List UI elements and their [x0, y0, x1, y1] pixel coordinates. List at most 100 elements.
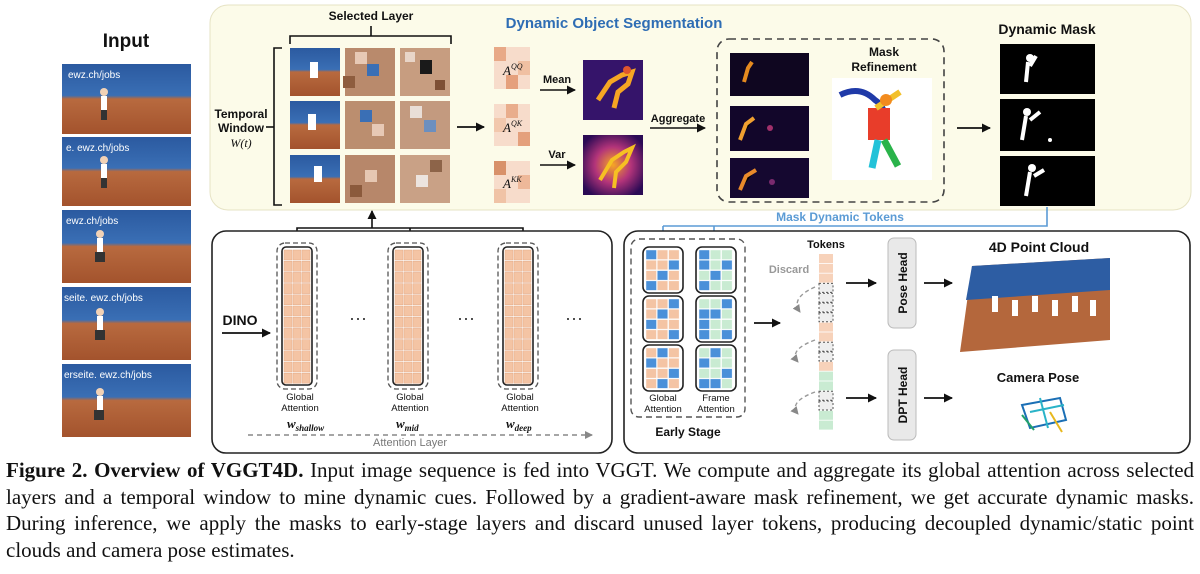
- attention-token: [394, 260, 404, 272]
- dino-label: DINO: [223, 312, 258, 328]
- attention-token: [522, 294, 532, 306]
- token: [645, 368, 657, 379]
- ellipsis: ···: [457, 308, 475, 328]
- attention-token: [513, 328, 523, 339]
- attention-token: [513, 283, 523, 294]
- attention-token: [522, 328, 532, 339]
- global-attention-label: Global: [286, 392, 313, 403]
- attention-token: [394, 294, 404, 306]
- global-attention-block: [642, 344, 684, 392]
- input-frame: erseite. ewz.ch/jobs: [62, 364, 191, 437]
- token: [645, 309, 657, 319]
- attention-token: [403, 249, 413, 261]
- attention-token: [283, 260, 293, 272]
- temporal-window-symbol: W(t): [230, 136, 251, 150]
- global-attention-label: Attention: [644, 404, 682, 415]
- attention-token: [403, 316, 413, 328]
- token-cell: [818, 312, 834, 323]
- global-attention-label: Attention: [501, 403, 539, 414]
- token: [657, 309, 668, 319]
- attention-token: [283, 328, 293, 339]
- input-frame: ewz.ch/jobs: [62, 210, 191, 283]
- token-cell: [818, 351, 834, 362]
- attention-token: [412, 372, 422, 384]
- temporal-window-label-2: Window: [218, 121, 265, 135]
- token: [710, 249, 721, 260]
- token: [657, 249, 668, 260]
- aggregate-label: Aggregate: [651, 113, 705, 125]
- input-frames: ewz.ch/jobs e. ewz.ch/jobs ewz.ch/jobs s…: [62, 64, 191, 437]
- token: [645, 347, 657, 358]
- token: [645, 249, 657, 260]
- token: [668, 260, 680, 270]
- svg-text:ewz.ch/jobs: ewz.ch/jobs: [68, 70, 120, 81]
- attention-token: [504, 372, 514, 384]
- attention-token: [292, 328, 302, 339]
- attention-token: [283, 294, 293, 306]
- dynamic-mask-stack: [1000, 44, 1095, 206]
- attention-token: [513, 350, 523, 362]
- token-cell: [819, 273, 833, 283]
- token: [721, 270, 733, 281]
- svg-text:AQQ: AQQ: [502, 62, 523, 78]
- attention-token: [292, 339, 302, 350]
- token: [657, 347, 668, 358]
- attention-token: [292, 260, 302, 272]
- token: [721, 319, 733, 330]
- attention-token: [403, 283, 413, 294]
- global-attention-block: [497, 242, 539, 390]
- token: [657, 270, 668, 281]
- token-cell: [818, 292, 834, 303]
- svg-text:AKK: AKK: [502, 175, 522, 191]
- token: [698, 270, 710, 281]
- attention-token: [394, 350, 404, 362]
- attention-token: [522, 272, 532, 283]
- w-shallow-label: wshallow: [287, 416, 325, 433]
- attention-token: [283, 305, 293, 317]
- attention-token: [412, 350, 422, 362]
- token-cell: [819, 410, 833, 420]
- attention-token: [504, 339, 514, 350]
- attention-token: [394, 339, 404, 350]
- token: [721, 368, 733, 379]
- token: [721, 347, 733, 358]
- token: [721, 358, 733, 368]
- token: [645, 378, 657, 389]
- token-cell: [819, 322, 833, 332]
- mask-refinement-label: Mask: [869, 45, 899, 59]
- token-cell: [818, 341, 834, 352]
- attention-token: [283, 339, 293, 350]
- attention-token: [513, 372, 523, 384]
- attention-token: [504, 316, 514, 328]
- attention-token: [403, 372, 413, 384]
- token: [710, 319, 721, 330]
- frame-attention-label: Frame: [702, 393, 729, 404]
- caption-label: Figure 2.: [6, 458, 88, 482]
- token: [645, 260, 657, 270]
- mean-label: Mean: [543, 74, 571, 86]
- mask-refinement-box: [716, 38, 945, 203]
- attention-token: [283, 283, 293, 294]
- attention-token: [403, 294, 413, 306]
- token: [668, 368, 680, 379]
- mean-heatmap: [583, 60, 643, 120]
- token-column: [818, 254, 834, 430]
- token: [668, 298, 680, 309]
- token: [657, 329, 668, 340]
- token: [710, 347, 721, 358]
- attention-token: [283, 372, 293, 384]
- token: [698, 319, 710, 330]
- attention-token: [301, 372, 311, 384]
- token: [657, 280, 668, 291]
- attention-token: [504, 260, 514, 272]
- token: [721, 298, 733, 309]
- attention-token: [513, 361, 523, 373]
- attention-token: [522, 305, 532, 317]
- attention-token: [504, 283, 514, 294]
- token: [645, 329, 657, 340]
- attention-token: [504, 350, 514, 362]
- w-deep-label: wdeep: [506, 416, 532, 433]
- layer-tile: [400, 155, 450, 203]
- token: [668, 270, 680, 281]
- dpt-head: [887, 349, 917, 441]
